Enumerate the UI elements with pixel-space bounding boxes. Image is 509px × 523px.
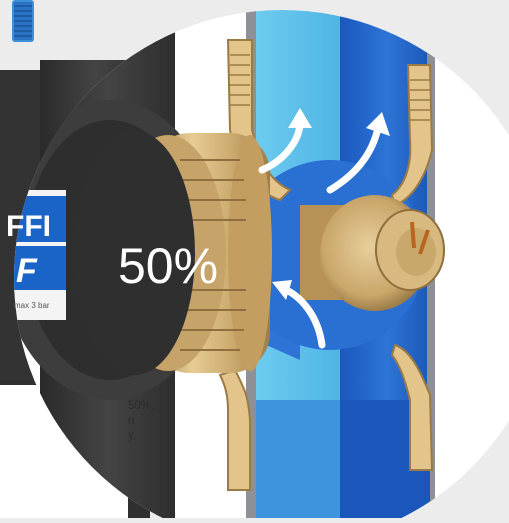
- brand-text-top: FFI: [6, 210, 51, 243]
- percentage-label: 50%: [118, 238, 218, 294]
- caption-line: 50%,: [2, 399, 152, 414]
- caption-text: 50%, n y.: [2, 399, 152, 444]
- brand-text-mid: F: [16, 252, 38, 290]
- caption-line: n: [2, 414, 152, 429]
- caption-line: y.: [2, 429, 152, 444]
- brand-text-small: max 3 bar: [14, 301, 50, 310]
- small-fitting-icon: [12, 0, 34, 42]
